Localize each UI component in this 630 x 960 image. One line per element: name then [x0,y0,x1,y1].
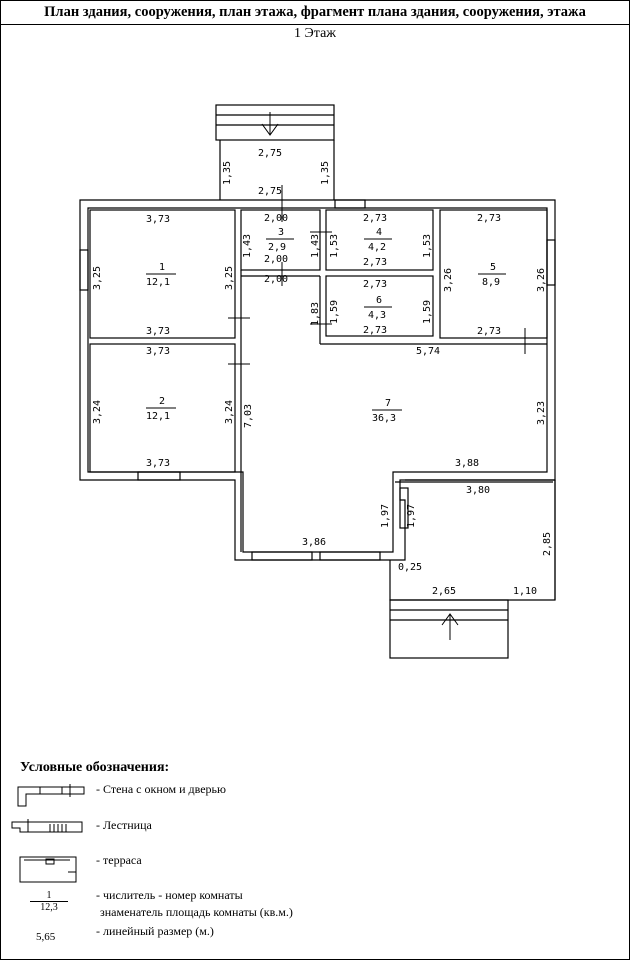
legend-fraction-line2: знаменатель площадь комнаты (кв.м.) [100,905,293,919]
dim-r6-right: 1,59 [422,300,433,324]
dim-porch-left: 1,35 [222,161,233,185]
dim-r7-step: 3,88 [455,458,479,469]
dim-r2-right: 3,24 [224,400,235,424]
floor-label: 1 Этаж [294,26,336,41]
room-6-number: 6 [376,295,382,306]
legend-stairs-symbol [11,821,83,833]
legend-fraction-line1: - числитель - номер комнаты [96,888,243,902]
room-1-area: 12,1 [146,277,170,288]
room-1-number: 1 [159,262,165,273]
room-7-number: 7 [385,398,391,409]
dim-r7-bottom: 3,86 [302,537,326,548]
legend-linear-value: 5,65 [36,931,56,943]
dim-terrace-bottom-right: 1,10 [513,586,537,597]
legend-fraction-denominator: 12,3 [40,902,58,913]
dim-r7-top: 5,74 [416,346,440,357]
dim-r7-left: 7,03 [243,404,254,428]
dim-r3-bottom: 2,00 [264,254,288,265]
room-3-area: 2,9 [268,242,286,253]
legend-terrace-text: - терраса [96,853,142,867]
dim-r2-top: 3,73 [146,346,170,357]
dim-r6-bottom: 2,73 [363,325,387,336]
dim-r7-right: 3,23 [536,401,547,425]
dim-terrace-top: 3,80 [466,485,490,496]
dim-r1-left: 3,25 [92,266,103,290]
dim-terrace-bottom: 2,65 [432,586,456,597]
dim-hall-left: 1,83 [310,302,321,326]
dim-r1-right: 3,25 [224,266,235,290]
legend-fraction: 1 12,3 [30,890,68,913]
room-3-number: 3 [278,227,284,238]
dim-porch-inner: 2,75 [258,186,282,197]
dim-terrace-right: 2,85 [542,532,553,556]
legend-wall-symbol [17,786,85,807]
room-4-area: 4,2 [368,242,386,253]
dim-r3-right: 1,43 [310,234,321,258]
dim-terrace-left-a: 1,97 [380,504,391,528]
page-title: План здания, сооружения, план этажа, фра… [0,0,630,25]
dim-r6-top: 2,73 [363,279,387,290]
legend-fraction-numerator: 1 [30,890,68,902]
legend-title: Условные обозначения: [20,760,170,775]
dim-r6-left: 1,59 [329,300,340,324]
legend-stairs-text: - Лестница [96,818,152,832]
room-4-number: 4 [376,227,382,238]
dim-r1-top: 3,73 [146,214,170,225]
room-2-number: 2 [159,396,165,407]
dim-r2-left: 3,24 [92,400,103,424]
room-2-area: 12,1 [146,411,170,422]
room-5-area: 8,9 [482,277,500,288]
dim-r5-bottom: 2,73 [477,326,501,337]
dim-r4-top: 2,73 [363,213,387,224]
dim-r3-top: 2,00 [264,213,288,224]
dim-porch-right: 1,35 [320,161,331,185]
legend-terrace-symbol [19,856,77,883]
dim-r3-left: 1,43 [242,234,253,258]
dim-r2-bottom: 3,73 [146,458,170,469]
dim-r4-right: 1,53 [422,234,433,258]
legend-linear-text: - линейный размер (м.) [96,924,214,938]
legend-wall-text: - Стена с окном и дверью [96,782,226,796]
dim-r5-left: 3,26 [443,268,454,292]
dim-porch-top: 2,75 [258,148,282,159]
room-5-number: 5 [490,262,496,273]
room-7-area: 36,3 [372,413,396,424]
dim-terrace-bottom-left: 0,25 [398,562,422,573]
dim-r3-below: 2,00 [264,274,288,285]
dim-r1-bottom: 3,73 [146,326,170,337]
dim-r5-top: 2,73 [477,213,501,224]
dim-r5-right: 3,26 [536,268,547,292]
room-6-area: 4,3 [368,310,386,321]
dim-terrace-left-b: 1,97 [406,504,417,528]
dim-r4-left: 1,53 [329,234,340,258]
dim-r4-bottom: 2,73 [363,257,387,268]
